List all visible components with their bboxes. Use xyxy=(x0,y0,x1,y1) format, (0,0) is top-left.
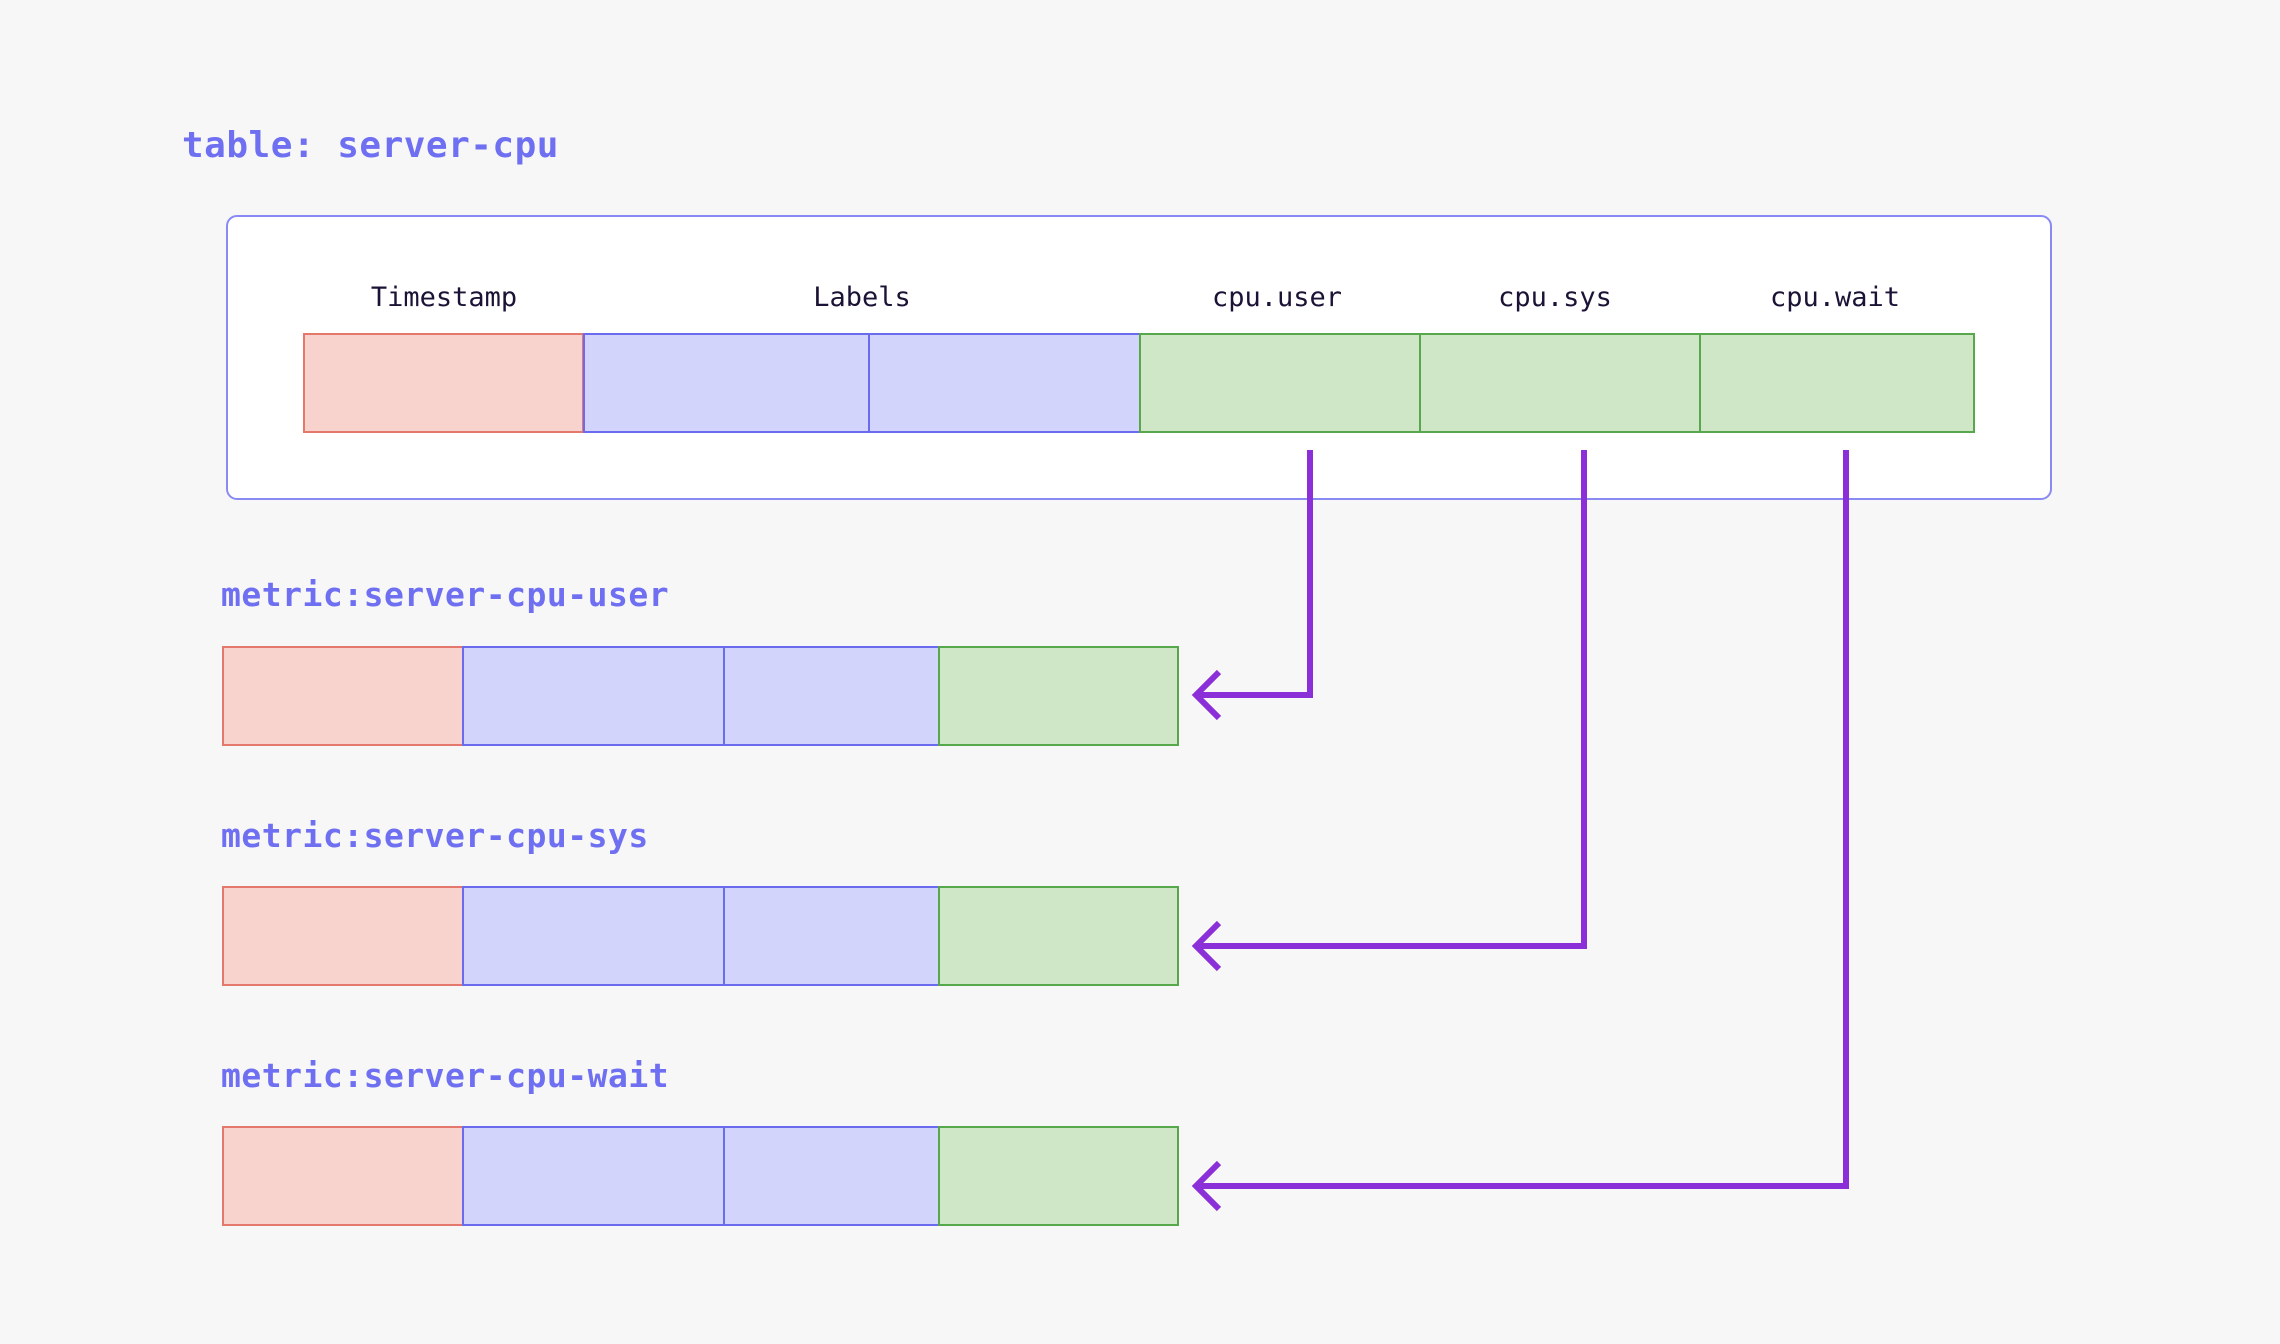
metric-cell-timestamp xyxy=(222,646,464,746)
column-header-cpu-wait: cpu.wait xyxy=(1769,282,1901,313)
table-cell-cpu-sys xyxy=(1419,333,1701,433)
metric-cell-timestamp xyxy=(222,886,464,986)
metric-cell-labels-2 xyxy=(723,1126,940,1226)
column-header-cpu-sys: cpu.sys xyxy=(1498,282,1612,313)
table-cell-labels-1 xyxy=(583,333,870,433)
metric-cell-timestamp xyxy=(222,1126,464,1226)
metric-title-server-cpu-user: metric:server-cpu-user xyxy=(221,575,670,614)
column-header-labels: Labels xyxy=(813,282,911,313)
metric-cell-labels-1 xyxy=(462,886,725,986)
metric-cell-labels-2 xyxy=(723,886,940,986)
metric-cell-labels-1 xyxy=(462,646,725,746)
metric-cell-value xyxy=(938,1126,1179,1226)
connector-arrowhead-0 xyxy=(1191,669,1222,721)
column-header-cpu-user: cpu.user xyxy=(1211,282,1343,313)
connector-arrowhead-2 xyxy=(1191,1160,1222,1212)
connector-2 xyxy=(1196,450,1849,1189)
metric-title-server-cpu-sys: metric:server-cpu-sys xyxy=(221,816,649,855)
table-title: table: server-cpu xyxy=(182,125,559,166)
table-cell-timestamp xyxy=(303,333,584,433)
connector-1 xyxy=(1196,450,1587,949)
metric-title-server-cpu-wait: metric:server-cpu-wait xyxy=(221,1056,670,1095)
metric-cell-labels-2 xyxy=(723,646,940,746)
metric-cell-value xyxy=(938,646,1179,746)
table-cell-cpu-user xyxy=(1139,333,1421,433)
metric-cell-value xyxy=(938,886,1179,986)
column-header-timestamp: Timestamp xyxy=(370,282,518,313)
table-cell-cpu-wait xyxy=(1699,333,1975,433)
table-cell-labels-2 xyxy=(868,333,1141,433)
connector-arrowhead-1 xyxy=(1191,920,1222,972)
metric-cell-labels-1 xyxy=(462,1126,725,1226)
